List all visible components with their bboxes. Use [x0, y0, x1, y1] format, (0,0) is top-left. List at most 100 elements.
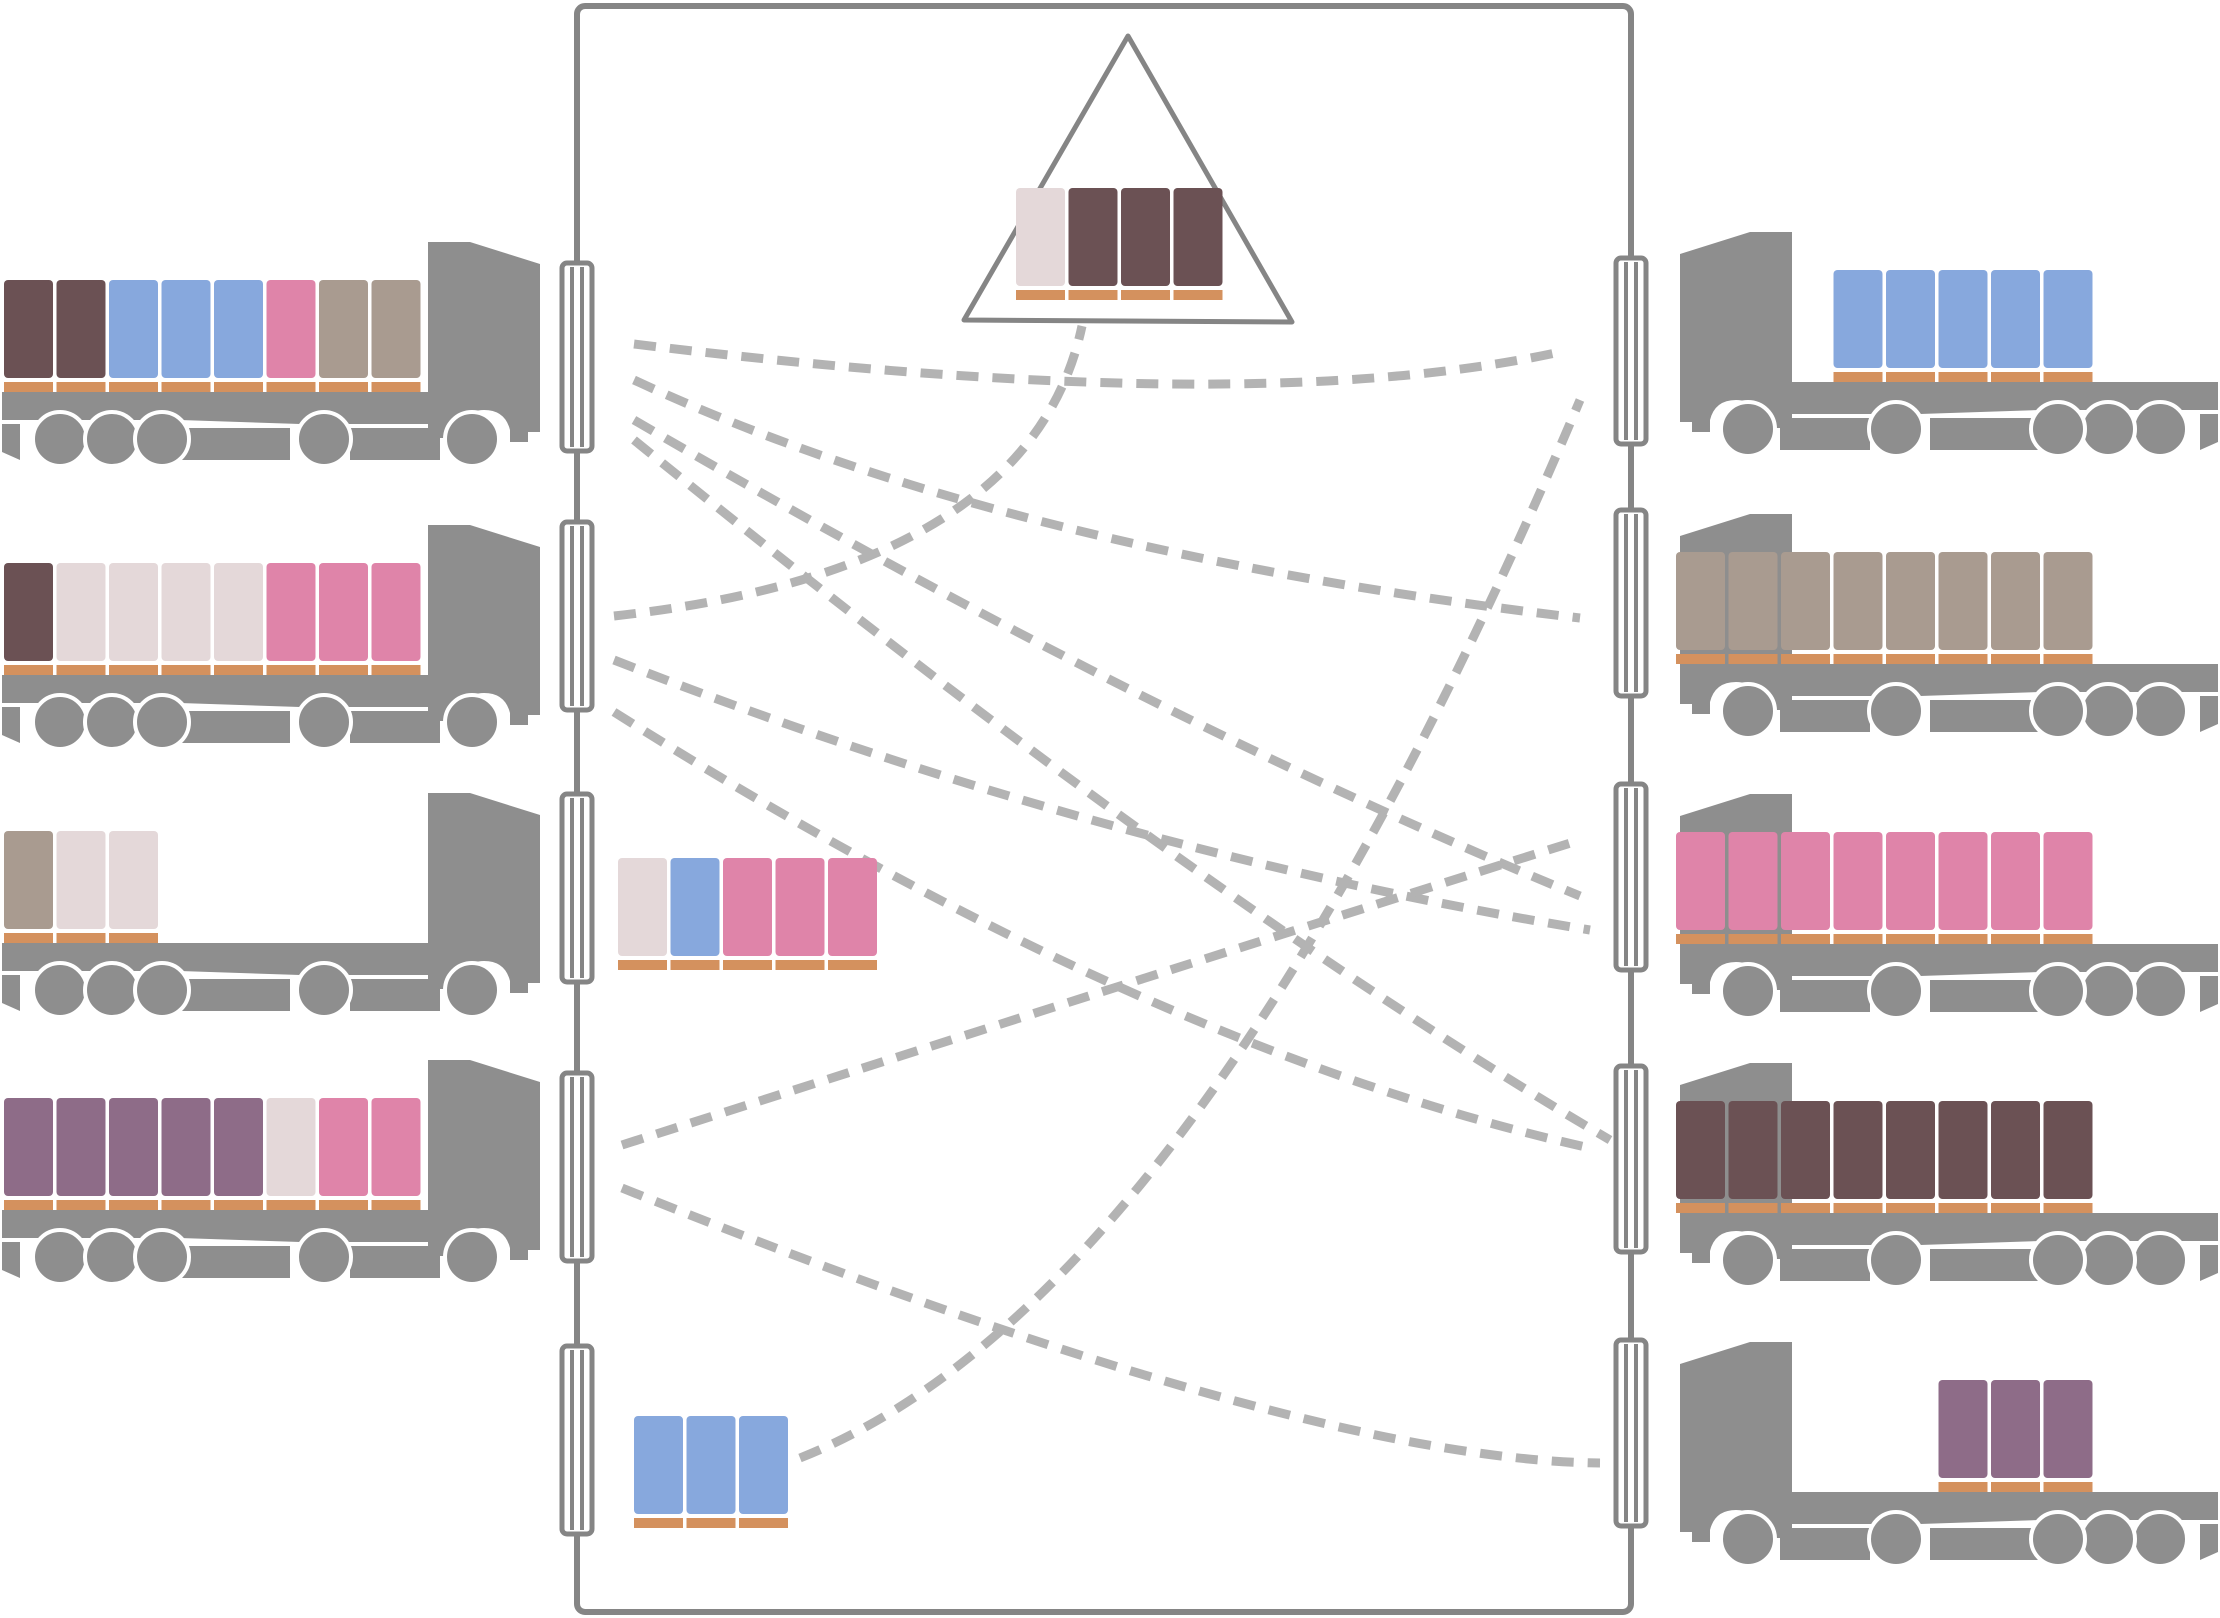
wheel	[1719, 1231, 1777, 1289]
goods-box-light-pink	[56, 563, 106, 661]
pallet	[1991, 1482, 2040, 1492]
truck-load	[1676, 1101, 2093, 1213]
wheel	[133, 410, 191, 468]
goods-box-pink	[1728, 832, 1778, 930]
wheel	[1867, 1510, 1925, 1568]
pallet-box-icon	[1173, 188, 1223, 300]
pallet	[266, 665, 316, 675]
wheel	[83, 961, 141, 1019]
pallet-box-icon	[319, 1098, 368, 1210]
storage-zone	[961, 33, 1295, 325]
pallet-box-icon	[1991, 1101, 2040, 1213]
trailer-skirt	[350, 711, 440, 743]
goods-box-blue	[1991, 270, 2040, 368]
trailer-skirt	[1930, 980, 2040, 1012]
pallet	[1833, 1203, 1883, 1213]
wheel	[31, 1228, 89, 1286]
pallet-box-icon	[1016, 188, 1065, 300]
wheel	[2131, 962, 2189, 1020]
wheel	[2131, 682, 2189, 740]
pallet-box-icon	[723, 858, 772, 970]
wheel	[295, 410, 353, 468]
pallet-box-icon	[1886, 270, 1935, 382]
pallet	[1728, 934, 1778, 944]
pallet-box-icon	[1121, 188, 1170, 300]
dock-door-icon	[559, 1343, 595, 1537]
goods-box-pink	[1991, 832, 2040, 930]
pallet	[56, 382, 106, 392]
goods-box-taupe	[1886, 552, 1935, 650]
goods-box-mauve	[1991, 1380, 2040, 1478]
goods-box-pink	[1938, 832, 1988, 930]
pallet	[634, 1518, 683, 1528]
truck-cab	[1680, 1342, 1792, 1542]
goods-box-taupe	[1991, 552, 2040, 650]
goods-box-taupe	[371, 280, 421, 378]
goods-box-pink	[371, 563, 421, 661]
truck-load	[4, 280, 421, 392]
pallet-box-icon	[1991, 832, 2040, 944]
trailer-skirt	[1930, 1528, 2040, 1560]
goods-box-blue	[1886, 270, 1935, 368]
goods-box-blue	[634, 1416, 683, 1514]
goods-box-taupe	[319, 280, 368, 378]
truck-cab	[428, 1060, 540, 1260]
pallet-box-icon	[1886, 1101, 1935, 1213]
pallet-box-icon	[214, 563, 263, 675]
inbound-truck-1	[2, 242, 540, 468]
trailer-rear	[2200, 976, 2218, 1012]
truck-cab	[1680, 232, 1792, 432]
goods-box-mauve	[161, 1098, 211, 1196]
outbound-truck-2	[1676, 514, 2218, 740]
trailer-skirt	[1780, 1249, 1870, 1281]
pallet-box-icon	[1068, 188, 1118, 300]
goods-box-dark-brown	[1781, 1101, 1830, 1199]
pallet-box-icon	[266, 563, 316, 675]
goods-box-mauve	[109, 1098, 158, 1196]
goods-box-mauve	[2043, 1380, 2093, 1478]
pallet-box-icon	[214, 280, 263, 392]
goods-box-taupe	[1676, 552, 1725, 650]
pallet	[266, 1200, 316, 1210]
trailer-rear	[2200, 1524, 2218, 1560]
trailer-skirt	[180, 428, 290, 460]
outbound-trucks	[1676, 232, 2218, 1568]
outbound-truck-4	[1676, 1063, 2218, 1289]
pallet	[371, 665, 421, 675]
pallet	[109, 1200, 158, 1210]
truck-cab	[428, 793, 540, 993]
pallet	[1938, 654, 1988, 664]
truck-icon	[2, 525, 540, 751]
wheel	[2131, 1231, 2189, 1289]
goods-box-blue	[739, 1416, 788, 1514]
pallet	[670, 960, 720, 970]
truck-icon	[2, 242, 540, 468]
flow-lines	[611, 325, 1613, 1468]
pallet	[1991, 934, 2040, 944]
goods-box-taupe	[1833, 552, 1883, 650]
pallet	[1938, 372, 1988, 382]
pallet-box-icon	[56, 280, 106, 392]
trailer-skirt	[180, 1246, 290, 1278]
goods-box-pink	[1886, 832, 1935, 930]
staging-group-mixed	[618, 858, 877, 970]
pallet-box-icon	[266, 280, 316, 392]
pallet	[2043, 1482, 2093, 1492]
inbound-truck-3	[2, 793, 540, 1019]
wheel	[2029, 682, 2087, 740]
goods-box-blue	[670, 858, 720, 956]
pallet-box-icon	[161, 280, 211, 392]
pallet	[56, 1200, 106, 1210]
wheel	[83, 410, 141, 468]
pallet-box-icon	[2043, 270, 2093, 382]
pallet-box-icon	[1728, 1101, 1778, 1213]
trailer-skirt	[1930, 1249, 2040, 1281]
flow-line	[631, 436, 1613, 1144]
pallet	[1121, 290, 1170, 300]
pallet	[1016, 290, 1065, 300]
trailer-skirt	[1780, 980, 1870, 1012]
pallet-box-icon	[1991, 1380, 2040, 1492]
dock-door-frame	[559, 791, 595, 985]
staging-area	[618, 858, 877, 1528]
staging-group-blue	[634, 1416, 788, 1528]
